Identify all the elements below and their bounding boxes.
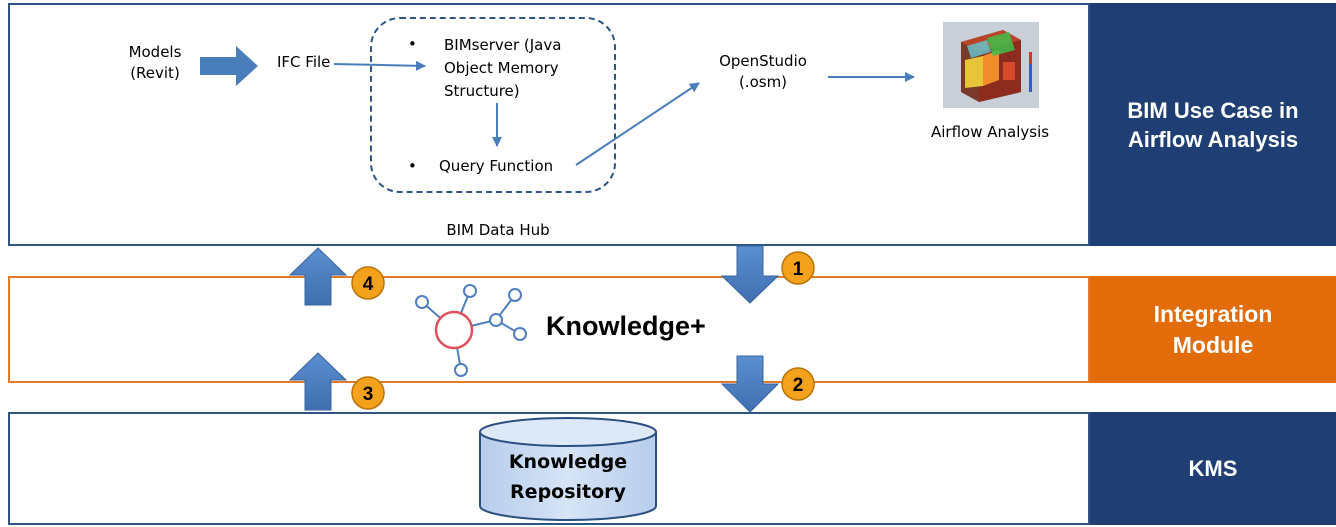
knowledge-repository-text: Knowledge Repository [508,451,628,503]
integration-module-label: Integration Module [1090,276,1336,383]
svg-text:3: 3 [363,384,374,405]
step-1-badge: 1 [781,251,815,285]
airflow-analysis-text: Airflow Analysis [931,123,1050,141]
models-revit-text: Models (Revit) [128,43,182,82]
airflow-simulation-image [943,22,1039,108]
knowledge-repository-cylinder [479,417,657,521]
ifc-to-bimserver-arrow [333,60,426,71]
integration-module-panel [8,276,1090,383]
bim-use-case-panel [8,3,1090,246]
bim-data-hub-box [370,17,616,193]
openstudio-text: OpenStudio (.osm) [719,52,807,91]
bim-data-hub-label: BIM Data Hub [446,221,550,239]
bimserver-bullet: • [408,35,417,53]
knowledge-plus-title: Knowledge+ [546,311,706,341]
svg-text:2: 2 [793,375,804,396]
knowledge-network-icon [415,284,527,377]
query-to-openstudio-arrow [575,82,700,166]
step-2-down-arrow [720,355,780,413]
step-3-badge: 3 [351,376,385,410]
query-function-text: Query Function [439,157,554,175]
svg-text:1: 1 [793,259,804,280]
step-1-down-arrow [720,245,780,304]
kms-label: KMS [1090,412,1336,525]
bimserver-text: BIMserver (Java Object Memory Structure) [444,36,562,100]
step-4-up-arrow [288,247,348,306]
step-2-badge: 2 [781,367,815,401]
models-to-ifc-arrow [200,46,258,86]
ifc-file-text: IFC File [277,53,331,71]
step-4-badge: 4 [351,266,385,300]
step-3-up-arrow [288,352,348,411]
query-bullet: • [408,157,417,175]
bim-use-case-label: BIM Use Case in Airflow Analysis [1090,3,1336,246]
svg-text:4: 4 [363,274,374,295]
